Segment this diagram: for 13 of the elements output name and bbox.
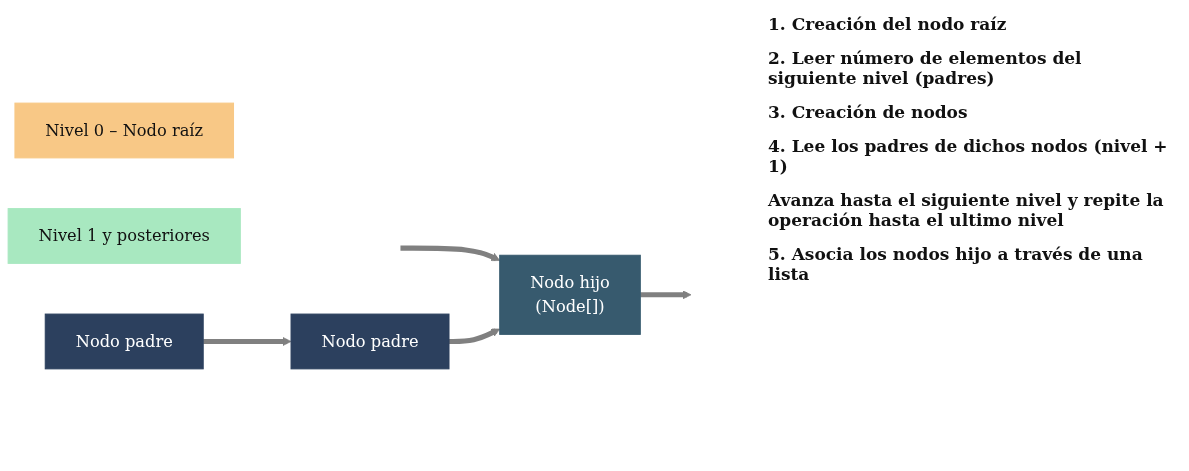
step-text: 4. Lee los padres de dichos nodos (nivel + 1) (768, 136, 1169, 176)
arrow (203, 336, 292, 346)
node-box: Nivel 0 – Nodo raíz (14, 102, 235, 158)
step-text: 5. Asocia los nodos hijo a través de una lista (768, 244, 1144, 284)
step-text: 1. Creación del nodo raíz (768, 14, 1008, 34)
step-text: 2. Leer número de elementos del siguiente nivel (padres) (768, 48, 1083, 88)
node-box: Nivel 1 y posteriores (7, 207, 241, 264)
node-box: Nodo padre (290, 313, 450, 369)
node-box: Nodo hijo (Node[]) (499, 254, 641, 335)
node-box: Nodo padre (44, 313, 204, 369)
step-text: 3. Creación de nodos (768, 102, 969, 122)
step-text: Avanza hasta el siguiente nivel y repite la operación hasta el ultimo nivel (768, 190, 1165, 230)
arrow (640, 289, 692, 299)
